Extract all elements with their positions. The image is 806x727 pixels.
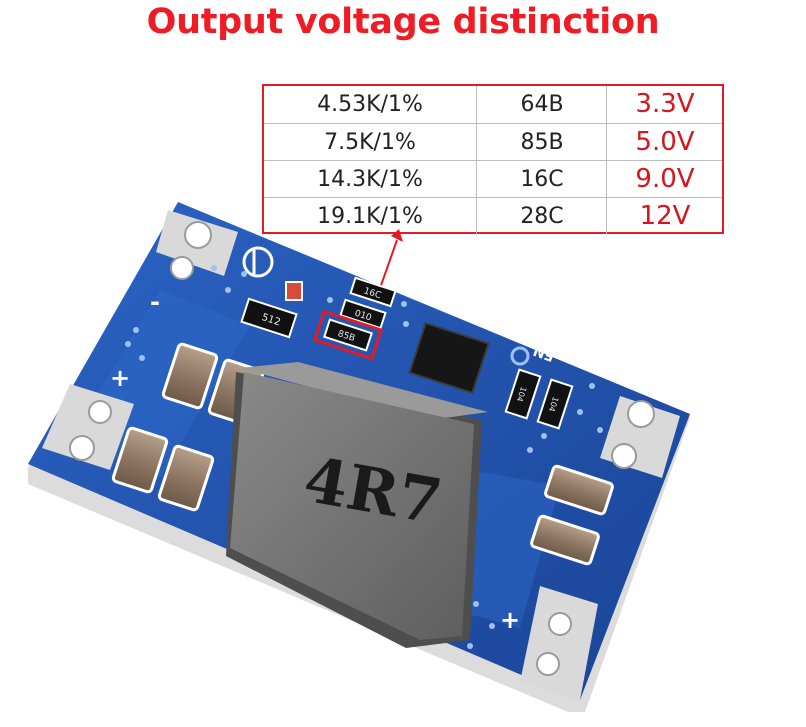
resistor-104-b: 104 <box>536 378 574 430</box>
pin-label: + <box>500 606 520 634</box>
arrow-head <box>391 229 403 242</box>
svg-text:104: 104 <box>547 395 560 412</box>
voltage-cell: 9.0V <box>606 161 723 198</box>
capacitor <box>161 342 219 410</box>
ic-chip <box>408 321 490 395</box>
resistor-512: 512 <box>240 297 298 339</box>
capacitor <box>544 464 614 516</box>
table-row: 7.5K/1% 85B 5.0V <box>264 123 722 161</box>
pin-label-en: EN <box>531 342 556 364</box>
vias <box>125 265 603 649</box>
voltage-cell: 12V <box>606 198 723 235</box>
code-cell: 85B <box>476 124 607 161</box>
code-cell: 16C <box>476 161 607 198</box>
resistor-16c: 16C <box>349 276 397 308</box>
pad-group-top-left <box>156 210 238 280</box>
svg-text:104: 104 <box>515 385 528 402</box>
voltage-cell: 3.3V <box>606 86 723 123</box>
pin-label: + <box>110 364 130 392</box>
resistor-85b-highlighted: 85B <box>312 309 384 361</box>
resistor-cell: 19.1K/1% <box>317 204 423 229</box>
resistor-cell: 7.5K/1% <box>324 130 416 155</box>
resistor-104-a: 104 <box>504 368 542 420</box>
resistor-cell: 4.53K/1% <box>317 92 423 117</box>
pad-group-right <box>600 396 680 478</box>
page-title: Output voltage distinction <box>146 2 660 42</box>
code-cell: 28C <box>476 198 607 235</box>
pin-label: - <box>150 288 160 316</box>
table-row: 14.3K/1% 16C 9.0V <box>264 160 722 198</box>
voltage-cell: 5.0V <box>606 124 723 161</box>
silk-mark <box>242 246 274 278</box>
resistor-010: 010 <box>339 298 387 330</box>
pad-group-left <box>42 384 134 470</box>
resistor-cell: 14.3K/1% <box>317 167 423 192</box>
capacitor <box>530 514 600 566</box>
capacitor <box>157 444 215 512</box>
inductor: 4R7 <box>226 362 488 648</box>
capacitor <box>111 426 169 494</box>
table-row: 4.53K/1% 64B 3.3V <box>264 86 722 123</box>
led <box>285 281 303 301</box>
table-row: 19.1K/1% 28C 12V <box>264 197 722 235</box>
voltage-table: 4.53K/1% 64B 3.3V 7.5K/1% 85B 5.0V 14.3K… <box>262 84 724 235</box>
code-cell: 64B <box>476 86 607 123</box>
pad-group-bottom-right <box>520 586 598 700</box>
